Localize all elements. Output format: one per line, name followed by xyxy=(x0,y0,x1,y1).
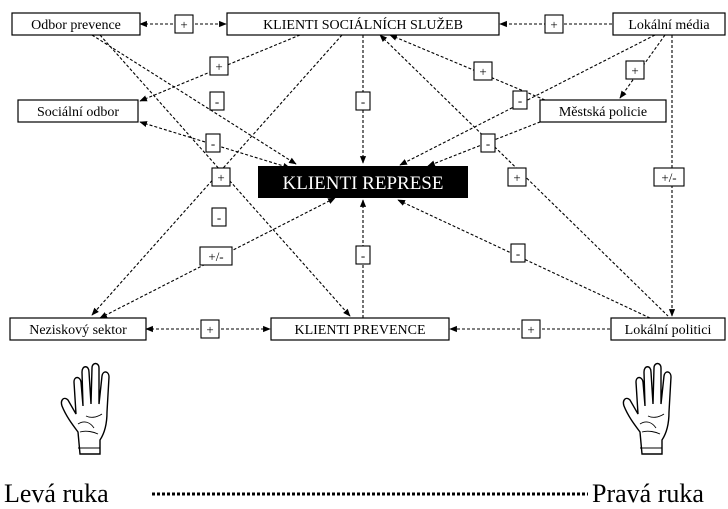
node-neziskovy-sektor: Neziskový sektor xyxy=(9,317,147,341)
sign-social-represe-text: - xyxy=(361,94,365,109)
sign-odbor-represe-text: - xyxy=(215,94,219,109)
node-mestska-policie-label: Městská policie xyxy=(559,105,647,120)
sign-social-politici: + xyxy=(507,167,527,187)
sign-media-social-text: + xyxy=(550,17,557,32)
sign-social-politici-text: + xyxy=(513,170,520,185)
sign-media-politici: +/- xyxy=(653,167,685,187)
sign-social-neziskovy: + xyxy=(211,167,231,187)
node-lokalni-media-label: Lokální média xyxy=(628,18,710,33)
sign-politici-prevence-text: + xyxy=(527,322,534,337)
sign-media-policie: + xyxy=(625,60,645,80)
sign-odbor-social: + xyxy=(174,14,194,34)
sign-media-represe-text: - xyxy=(518,93,522,108)
node-neziskovy-sektor-label: Neziskový sektor xyxy=(29,323,127,338)
node-klienti-prevence-label: KLIENTI PREVENCE xyxy=(294,323,425,338)
sign-media-social: + xyxy=(544,14,564,34)
edge-socialni-odbor-to-represe xyxy=(139,121,291,169)
sign-socialni-odbor-represe: - xyxy=(205,133,221,153)
sign-socialni-odbor-represe-text: - xyxy=(211,136,215,151)
sign-social-neziskovy-text: + xyxy=(217,170,224,185)
node-lokalni-media: Lokální média xyxy=(612,12,726,36)
footer: Levá ruka Pravá ruka xyxy=(4,479,704,508)
sign-odbor-prevence-text: - xyxy=(217,210,221,225)
sign-odbor-represe: - xyxy=(209,91,225,111)
left-hand-icon xyxy=(60,362,110,455)
sign-politici-represe: - xyxy=(510,243,526,263)
node-odbor-prevence: Odbor prevence xyxy=(11,12,141,36)
sign-policie-represe: - xyxy=(480,133,496,153)
sign-prevence-represe: - xyxy=(355,245,371,265)
footer-left-label: Levá ruka xyxy=(4,479,109,508)
sign-social-represe: - xyxy=(355,91,371,111)
sign-policie-represe-text: - xyxy=(486,136,490,151)
sign-media-policie-text: + xyxy=(631,63,638,78)
node-socialni-odbor-label: Sociální odbor xyxy=(37,105,119,120)
edge-social-to-policie xyxy=(389,34,546,101)
footer-right-label: Pravá ruka xyxy=(592,479,704,508)
sign-neziskovy-represe-text: +/- xyxy=(208,249,223,264)
sign-media-politici-text: +/- xyxy=(661,170,676,185)
node-klienti-represe-label: KLIENTI REPRESE xyxy=(283,173,444,194)
node-klienti-socialnich-sluzeb: KLIENTI SOCIÁLNÍCH SLUŽEB xyxy=(226,12,500,36)
sign-neziskovy-prevence: + xyxy=(200,319,220,339)
edge-odbor-to-klienti-prevence xyxy=(99,34,351,317)
node-mestska-policie: Městská policie xyxy=(539,99,667,123)
sign-odbor-social-text: + xyxy=(180,17,187,32)
sign-politici-prevence: + xyxy=(521,319,541,339)
sign-labels: + + + + + - - - - - + + +/- - +/- - - + … xyxy=(174,14,685,339)
node-odbor-prevence-label: Odbor prevence xyxy=(31,18,121,33)
node-klienti-socialnich-sluzeb-label: KLIENTI SOCIÁLNÍCH SLUŽEB xyxy=(263,16,463,33)
node-klienti-represe: KLIENTI REPRESE xyxy=(258,166,468,198)
edge-media-to-policie xyxy=(619,34,666,99)
sign-social-socialni-odbor: + xyxy=(209,56,229,76)
node-klienti-prevence: KLIENTI PREVENCE xyxy=(270,317,450,341)
sign-social-socialni-odbor-text: + xyxy=(215,59,222,74)
edge-media-to-represe xyxy=(399,34,656,166)
sign-social-policie-text: + xyxy=(479,64,486,79)
sign-neziskovy-represe: +/- xyxy=(199,246,233,266)
sign-neziskovy-prevence-text: + xyxy=(206,322,213,337)
right-hand-icon xyxy=(622,362,672,455)
sign-social-policie: + xyxy=(473,61,493,81)
sign-odbor-prevence: - xyxy=(211,207,227,227)
sign-media-represe: - xyxy=(512,90,528,110)
node-lokalni-politici: Lokální politici xyxy=(610,317,726,341)
edge-politici-to-represe xyxy=(397,199,651,319)
node-lokalni-politici-label: Lokální politici xyxy=(625,323,712,338)
node-socialni-odbor: Sociální odbor xyxy=(17,99,139,123)
sign-prevence-represe-text: - xyxy=(361,248,365,263)
sign-politici-represe-text: - xyxy=(516,246,520,261)
